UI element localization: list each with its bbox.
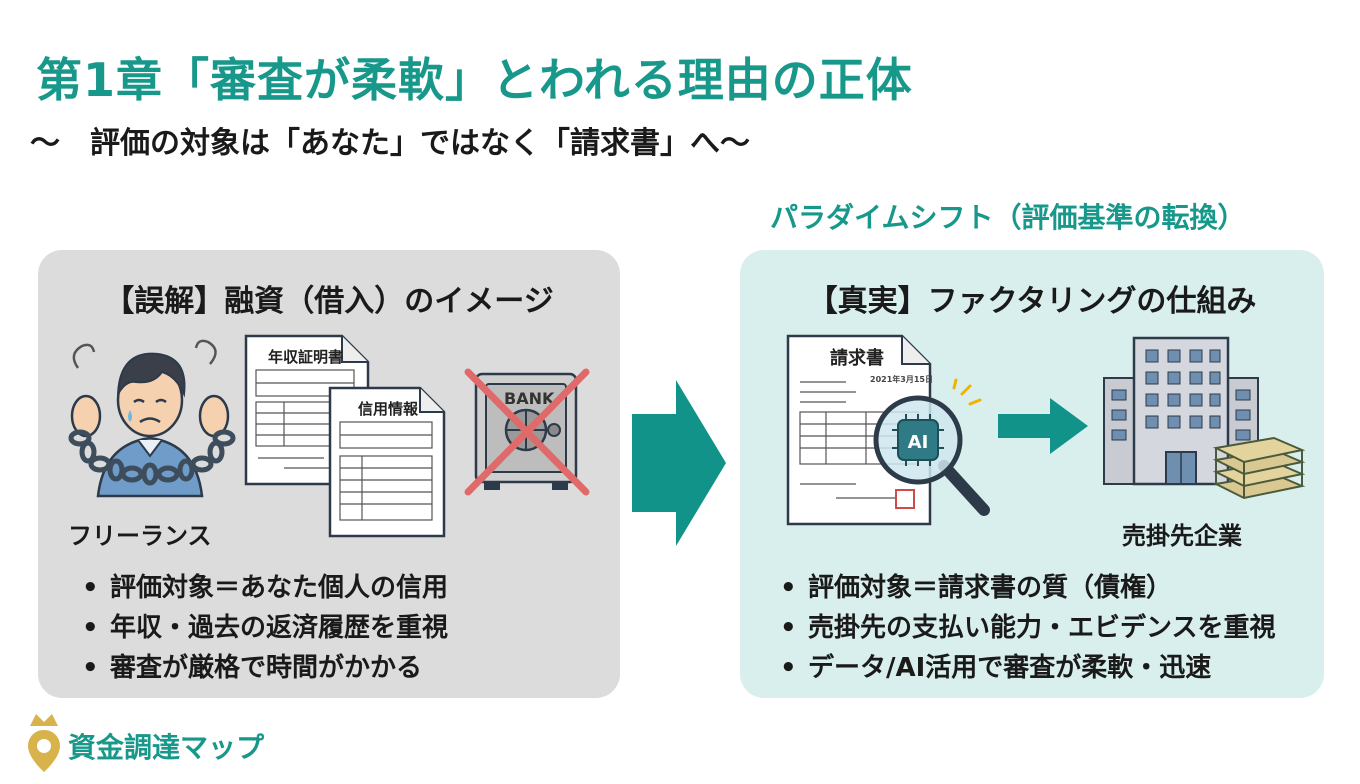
truth-bullet: • データ/AI活用で審査が柔軟・迅速: [780, 648, 1275, 688]
misconception-title: 【誤解】融資（借入）のイメージ: [104, 284, 554, 319]
credit-report-label: 信用情報: [358, 400, 419, 418]
page-subtitle: 〜 評価の対象は「あなた」ではなく「請求書」へ〜: [30, 126, 750, 161]
truth-bullet: • 評価対象＝請求書の質（債権）: [780, 568, 1275, 608]
invoice-date: 2021年3月15日: [870, 374, 933, 384]
income-certificate-title: 年収証明書: [268, 348, 343, 366]
brand-name: 資金調達マップ: [68, 731, 265, 764]
ai-label: AI: [908, 432, 929, 453]
truth-title: 【真実】ファクタリングの仕組み: [807, 284, 1257, 319]
bullet-dot: •: [780, 573, 797, 603]
building-icon: [1103, 336, 1259, 486]
truth-bullets: • 評価対象＝請求書の質（債権） • 売掛先の支払い能力・エビデンスを重視 • データ…: [780, 568, 1275, 688]
page-title: 第1章「審査が柔軟」とわれる理由の正体: [36, 53, 913, 107]
small-arrow-icon: [998, 398, 1088, 454]
invoice-title-wrap: 請求書 2021年3月15日: [830, 347, 933, 384]
crown-pin-logo-icon: [28, 714, 60, 772]
truth-bullet: • 売掛先の支払い能力・エビデンスを重視: [780, 608, 1275, 648]
bullet-text: 年収・過去の返済履歴を重視: [110, 613, 449, 643]
misconception-panel: 【誤解】融資（借入）のイメージ: [38, 250, 620, 698]
client-company-caption: 売掛先企業: [1122, 522, 1242, 550]
income-certificate-label: 年収証明書: [268, 348, 343, 366]
invoice-title: 請求書: [830, 347, 884, 369]
magnifier-ai-icon: AI: [873, 378, 990, 516]
bullet-text: 売掛先の支払い能力・エビデンスを重視: [808, 613, 1276, 643]
cash-stack-icon: [1212, 436, 1306, 500]
bullet-dot: •: [780, 653, 797, 683]
bullet-dot: •: [82, 613, 99, 643]
chain-icon: [68, 429, 236, 486]
bullet-text: 審査が厳格で時間がかかる: [110, 653, 423, 683]
bullet-text: データ/AI活用で審査が柔軟・迅速: [808, 653, 1212, 683]
bullet-text: 評価対象＝請求書の質（債権）: [808, 573, 1173, 603]
misconception-bullet: • 評価対象＝あなた個人の信用: [82, 568, 448, 608]
bullet-dot: •: [82, 573, 99, 603]
bank-safe-label: BANK: [504, 389, 555, 408]
big-arrow-icon: [632, 380, 726, 546]
bank-safe-label-wrap: BANK: [504, 389, 555, 408]
bullet-dot: •: [82, 653, 99, 683]
credit-report-icon: [328, 386, 446, 538]
credit-report-title: 信用情報: [358, 400, 419, 418]
misconception-bullets: • 評価対象＝あなた個人の信用 • 年収・過去の返済履歴を重視 • 審査が厳格で時間が…: [82, 568, 448, 688]
bullet-dot: •: [780, 613, 797, 643]
freelance-caption: フリーランス: [68, 522, 212, 550]
misconception-bullet: • 年収・過去の返済履歴を重視: [82, 608, 448, 648]
paradigm-label: パラダイムシフト（評価基準の転換）: [770, 201, 1246, 234]
bullet-text: 評価対象＝あなた個人の信用: [110, 573, 449, 603]
truth-panel: 【真実】ファクタリングの仕組み 請求書 2021年3月15日 AI: [740, 250, 1324, 698]
cross-icon: [464, 368, 590, 496]
misconception-bullet: • 審査が厳格で時間がかかる: [82, 648, 448, 688]
